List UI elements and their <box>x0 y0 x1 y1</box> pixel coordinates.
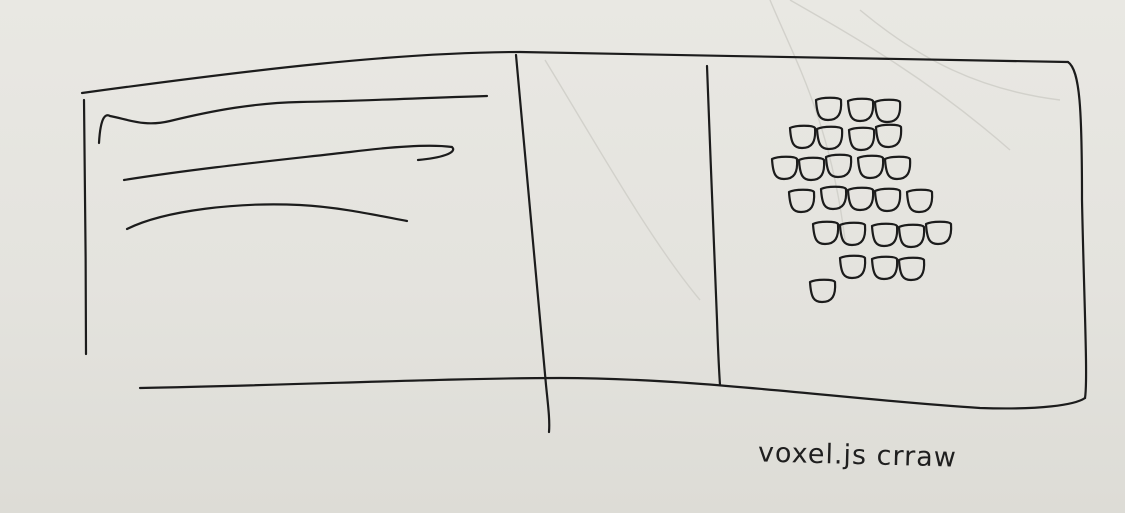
voxel-cube <box>874 123 903 149</box>
voxel-cube <box>808 278 837 304</box>
voxel-cube <box>905 188 934 214</box>
voxel-cube <box>870 255 899 281</box>
voxel-cube <box>788 124 817 150</box>
voxel-cube <box>814 96 843 122</box>
voxel-cube <box>824 153 853 179</box>
voxel-cube <box>846 186 875 212</box>
voxel-cube <box>819 185 848 211</box>
voxel-cube <box>847 126 876 152</box>
faint-pencil-traces <box>544 0 1061 301</box>
voxel-cube <box>838 221 867 247</box>
voxel-cube <box>897 256 926 282</box>
voxel-cube <box>815 125 844 151</box>
text-line-1 <box>97 94 489 145</box>
divider-right <box>705 64 722 387</box>
voxel-cube <box>924 220 953 246</box>
frame-top-edge <box>80 50 1070 95</box>
text-line-2 <box>122 144 455 182</box>
voxel-cube <box>897 223 926 249</box>
voxel-cube <box>770 155 799 181</box>
voxel-cube <box>873 187 902 213</box>
text-panel <box>97 94 489 231</box>
frame-right-edge <box>1066 60 1088 400</box>
caption-label: voxel.js crraw <box>757 437 958 474</box>
voxel-cube <box>846 97 875 123</box>
voxel-cube <box>811 220 840 246</box>
frame-left-edge <box>82 98 88 356</box>
voxel-cube <box>883 155 912 181</box>
voxel-grid <box>770 96 953 304</box>
voxel-cube <box>873 98 902 124</box>
text-line-3 <box>125 203 409 231</box>
divider-left <box>514 53 551 434</box>
voxel-cube <box>856 154 885 180</box>
frame-bottom-edge <box>138 376 1087 410</box>
voxel-cube <box>787 188 816 214</box>
window-frame <box>80 50 1088 410</box>
voxel-cube <box>870 222 899 248</box>
column-dividers <box>514 53 722 434</box>
voxel-cube <box>838 254 867 280</box>
voxel-cube <box>797 156 826 182</box>
